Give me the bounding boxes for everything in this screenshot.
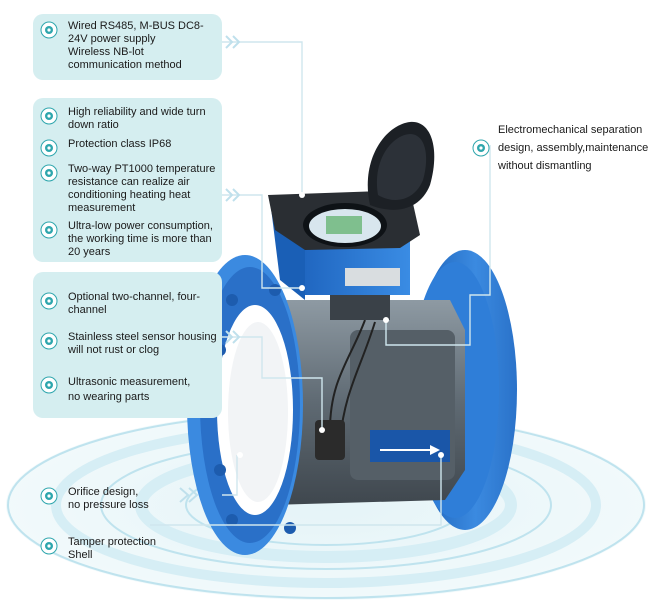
- target-icon: [472, 139, 490, 157]
- feature-text: Electromechanical separation design, ass…: [498, 124, 649, 172]
- feature-text: High reliability and wide turn down rati…: [68, 106, 206, 131]
- feature-channel: Optional two-channel, four- channel: [40, 291, 220, 317]
- feature-text: Ultra-low power consumption, the working…: [68, 220, 213, 258]
- panel-construction: [33, 272, 222, 418]
- feature-tamper: Tamper protection Shell: [40, 536, 200, 562]
- feature-text: Orifice design, no pressure loss: [68, 486, 149, 511]
- panel-communication: [33, 14, 222, 80]
- target-icon: [40, 487, 58, 505]
- flow-meter-illustration: [187, 121, 517, 555]
- feature-protection: Protection class IP68: [40, 138, 220, 157]
- target-icon: [40, 139, 58, 157]
- target-icon: [40, 332, 58, 350]
- feature-ultrasonic: Ultrasonic measurement, no wearing parts: [40, 375, 220, 405]
- feature-text: Ultrasonic measurement, no wearing parts: [68, 376, 191, 403]
- callout-star-markers: [237, 192, 444, 458]
- target-icon: [40, 537, 58, 555]
- target-icon: [40, 21, 58, 39]
- feature-power: Ultra-low power consumption, the working…: [40, 220, 220, 259]
- target-icon: [40, 221, 58, 239]
- feature-text: Optional two-channel, four- channel: [68, 291, 201, 316]
- feature-text: Stainless steel sensor housing will not …: [68, 331, 217, 356]
- target-icon: [40, 292, 58, 310]
- feature-text: Protection class IP68: [68, 138, 172, 150]
- feature-reliability: High reliability and wide turn down rati…: [40, 106, 220, 132]
- target-icon: [40, 376, 58, 394]
- panel-performance: [33, 98, 222, 262]
- feature-orifice: Orifice design, no pressure loss: [40, 486, 200, 512]
- feature-pt1000: Two-way PT1000 temperature resistance ca…: [40, 163, 220, 215]
- feature-text: Wired RS485, M-BUS DC8- 24V power supply…: [68, 20, 204, 71]
- feature-text: Tamper protection Shell: [68, 536, 157, 561]
- target-icon: [40, 107, 58, 125]
- target-icon: [40, 164, 58, 182]
- callout-lines: [150, 41, 491, 526]
- callout-chevrons: [179, 35, 241, 503]
- feature-text: Two-way PT1000 temperature resistance ca…: [68, 163, 216, 214]
- feature-communication: Wired RS485, M-BUS DC8- 24V power supply…: [40, 20, 220, 72]
- feature-separation: Electromechanical separation design, ass…: [472, 121, 650, 175]
- feature-housing: Stainless steel sensor housing will not …: [40, 331, 220, 357]
